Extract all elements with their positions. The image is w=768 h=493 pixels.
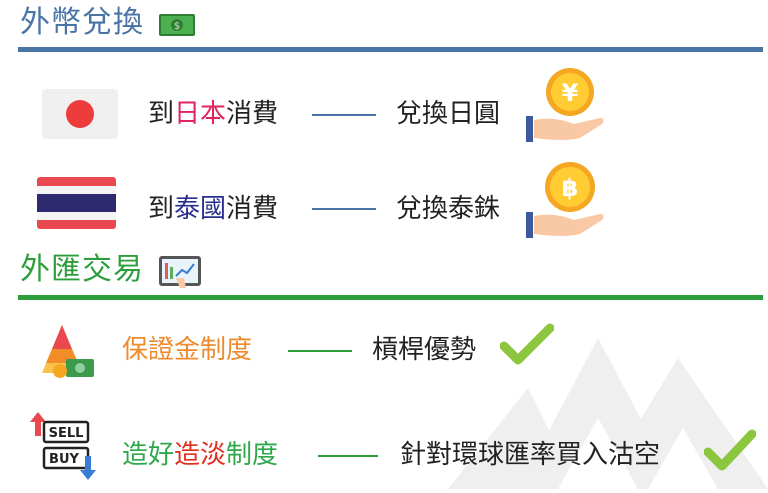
row-margin-right: 槓桿優勢 <box>372 335 477 365</box>
section2-rule <box>18 295 763 300</box>
thailand-flag-icon <box>37 177 116 229</box>
yen-coin-hand-icon: ¥ <box>524 66 608 144</box>
row-thailand-connector <box>312 208 376 210</box>
sell-label: SELL <box>49 426 84 441</box>
row-margin-left: 保證金制度 <box>122 335 253 365</box>
baht-coin-hand-icon: ฿ <box>524 160 608 240</box>
pyramid-money-icon <box>38 323 96 381</box>
svg-text:¥: ¥ <box>562 79 579 107</box>
row-japan-left: 到日本消費 <box>148 99 279 129</box>
section1-title-text: 外幣兌換 <box>20 5 144 40</box>
svg-text:$: $ <box>174 21 180 32</box>
section2-title: 外匯交易 <box>20 255 144 285</box>
row-longshort-right: 針對環球匯率買入沽空 <box>400 440 661 470</box>
buy-label: BUY <box>49 452 79 467</box>
checkmark-icon <box>499 322 555 366</box>
money-icon: $ <box>158 10 196 40</box>
thailand-accent: 泰國 <box>174 194 227 224</box>
row-thailand-left: 到泰國消費 <box>148 194 279 224</box>
section1-rule <box>18 47 763 52</box>
trading-tablet-icon <box>158 254 202 290</box>
row-longshort-left: 造好造淡制度 <box>122 440 279 470</box>
japan-flag-icon <box>42 89 118 139</box>
row-longshort-connector <box>318 455 378 457</box>
section2-title-text: 外匯交易 <box>20 252 144 287</box>
row-margin-connector <box>288 350 352 352</box>
svg-text:฿: ฿ <box>562 174 579 202</box>
japan-accent: 日本 <box>174 99 227 129</box>
checkmark-icon <box>703 428 757 472</box>
row-japan-right: 兌換日圓 <box>396 99 501 129</box>
section1-title: 外幣兌換 <box>20 8 144 38</box>
sell-buy-icon: SELL BUY <box>28 410 102 482</box>
row-thailand-right: 兌換泰銖 <box>396 194 501 224</box>
row-japan-connector <box>312 114 376 116</box>
